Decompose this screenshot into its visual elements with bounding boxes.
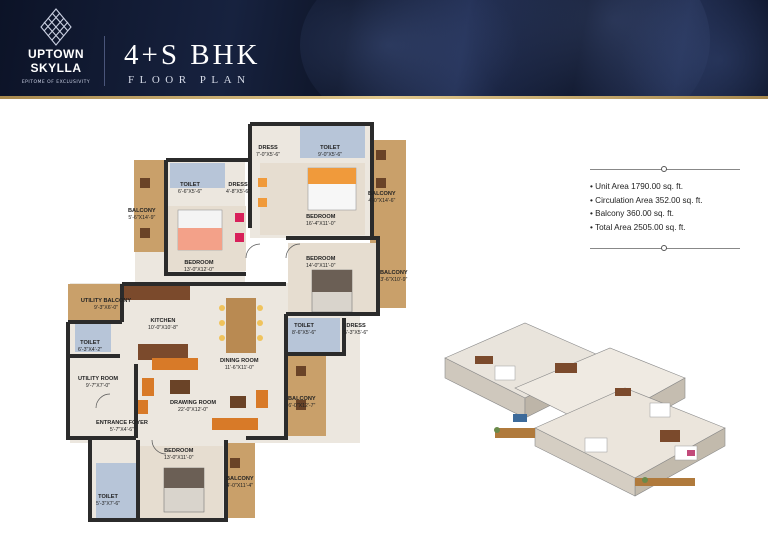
header-divider <box>104 36 105 86</box>
brand-name-line2: SKYLLA <box>30 61 82 75</box>
area-list: • Unit Area 1790.00 sq. ft. • Circulatio… <box>590 180 703 234</box>
area-item: • Balcony 360.00 sq. ft. <box>590 209 674 218</box>
divider-dot <box>661 245 667 251</box>
logo-icon <box>40 8 72 46</box>
brand-name-line1: UPTOWN <box>27 47 85 61</box>
isometric-render-drawing <box>444 322 726 497</box>
header-banner: UPTOWN SKYLLA EPITOME OF EXCLUSIVITY 4+S… <box>0 0 768 96</box>
divider-dot <box>661 166 667 172</box>
area-item: • Circulation Area 352.00 sq. ft. <box>590 195 703 205</box>
area-item: • Total Area 2505.00 sq. ft. <box>590 222 686 232</box>
gold-divider <box>0 96 768 99</box>
page-subtitle: FLOOR PLAN <box>128 74 251 86</box>
isometric-3d-render <box>435 318 735 500</box>
area-item: • Unit Area 1790.00 sq. ft. <box>590 182 683 191</box>
area-summary: • Unit Area 1790.00 sq. ft. • Circulatio… <box>590 166 740 256</box>
floor-plan-drawing <box>66 122 406 522</box>
brand-tagline: EPITOME OF EXCLUSIVITY <box>21 80 91 85</box>
page-title: 4+S BHK <box>124 39 261 71</box>
